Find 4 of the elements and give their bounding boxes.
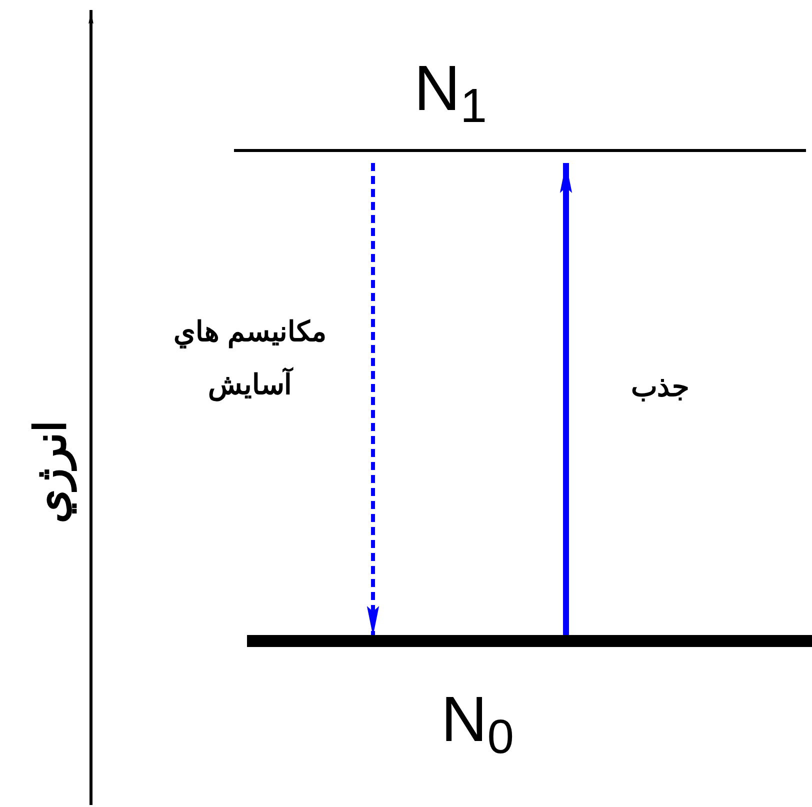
level-label: N$_{1}$ <box>414 56 487 120</box>
arrow <box>560 163 572 636</box>
level-label: N$_{0}$ <box>441 687 514 751</box>
arrow <box>366 163 380 636</box>
